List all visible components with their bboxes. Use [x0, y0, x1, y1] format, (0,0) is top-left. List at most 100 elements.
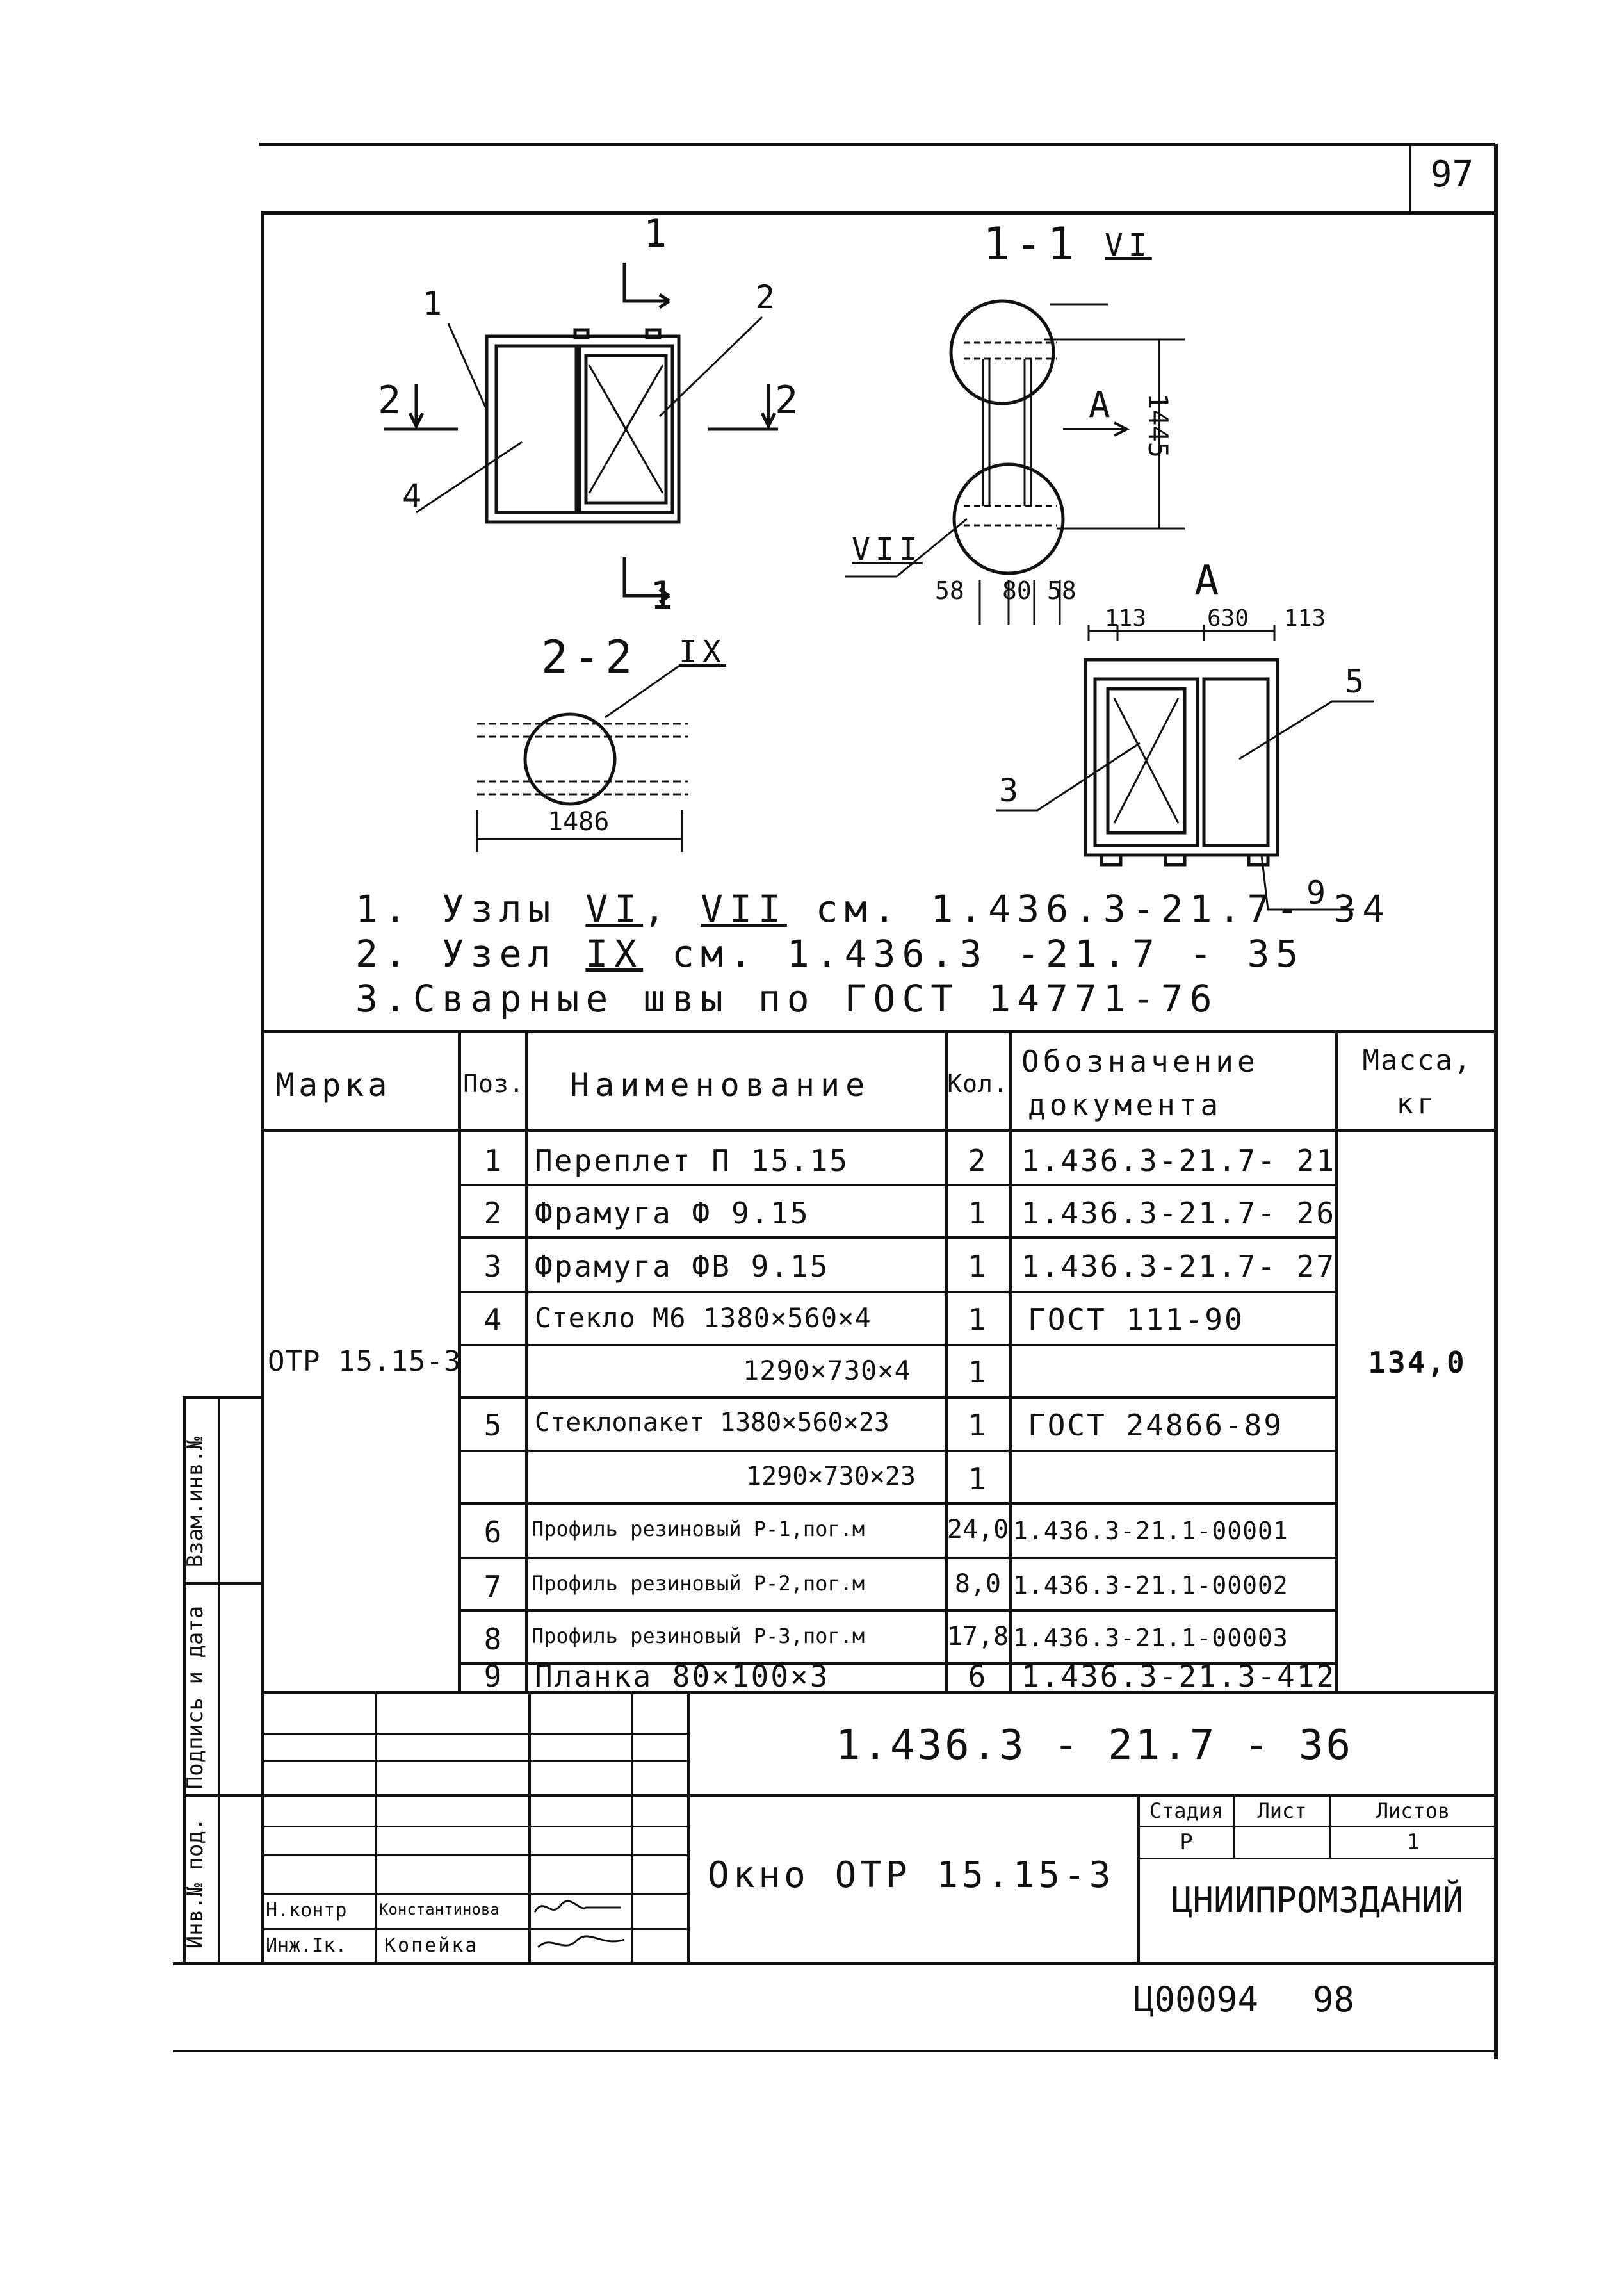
sheet-label: Лист: [1257, 1799, 1307, 1823]
row-9-pos: 9: [483, 1659, 504, 1694]
title-block-doc-code: 1.436.3 - 21.7 - 36: [835, 1722, 1354, 1769]
row-6-pos: 6: [483, 1515, 504, 1549]
row-6-name: Профиль резиновый Р-1,пог.м: [532, 1517, 865, 1541]
signature-1: [533, 1900, 621, 1913]
row-4-doc: ГОСТ 111-90: [1028, 1302, 1244, 1337]
outer-bottom-line: [173, 2050, 1497, 2052]
row-3-name: Фрамуга ФВ 9.15: [535, 1249, 830, 1284]
row-3-pos: 3: [483, 1249, 504, 1284]
cut-label-1-bottom: 1: [650, 573, 679, 618]
frame-top-line: [259, 143, 1495, 146]
row-7-name: Профиль резиновый Р-2,пог.м: [532, 1571, 865, 1596]
row-5-qty: 1: [968, 1408, 988, 1442]
row-5-name: Стеклопакет 1380×560×23: [535, 1408, 889, 1437]
col-header-mass-line2: кг: [1396, 1088, 1438, 1120]
row-8-doc: 1.436.3-21.1-00003: [1013, 1624, 1288, 1652]
frame-inner-left: [261, 211, 264, 1965]
note-1: 1. Узлы VI, VII см. 1.436.3-21.7- 34: [355, 887, 1391, 931]
pos-label-1: 1: [423, 285, 448, 322]
row-2-name: Фрамуга Ф 9.15: [535, 1196, 810, 1230]
frame-inner-top: [263, 211, 1497, 215]
row-2-pos: 2: [483, 1196, 504, 1230]
row-7-doc: 1.436.3-21.1-00002: [1013, 1571, 1288, 1599]
pos-label-3: 3: [999, 772, 1024, 809]
pos-label-5: 5: [1345, 663, 1370, 700]
section-1-1-title: 1-1: [983, 218, 1080, 270]
col-header-mark: Марка: [275, 1067, 391, 1104]
cut-label-2-left: 2: [378, 378, 407, 423]
note-2: 2. Узел IX см. 1.436.3 -21.7 - 35: [355, 932, 1304, 976]
row-2-doc: 1.436.3-21.7- 26: [1021, 1196, 1336, 1230]
view-a-title: A: [1194, 557, 1224, 605]
node-vi-circle: [949, 299, 1055, 405]
col-header-pos: Поз.: [463, 1070, 524, 1098]
row-4-qty: 1: [968, 1302, 988, 1337]
row-5-pos: 5: [483, 1408, 504, 1442]
row-4-name: Стекло М6 1380×560×4: [535, 1302, 872, 1334]
dim-1486: 1486: [548, 807, 610, 837]
node-ix-circle: [523, 712, 617, 806]
row-5b-name: 1290×730×23: [746, 1462, 916, 1491]
node-vii-circle: [952, 462, 1065, 575]
sheets-value: 1: [1406, 1829, 1420, 1855]
pos-label-4: 4: [402, 477, 427, 514]
row-2-qty: 1: [968, 1196, 988, 1230]
pos-label-2: 2: [756, 279, 781, 316]
signature-2: [537, 1935, 625, 1949]
col-header-name: Наименование: [570, 1067, 871, 1104]
row-5b-qty: 1: [968, 1462, 988, 1496]
stage-value: Р: [1180, 1829, 1193, 1855]
organization-name: ЦНИИПРОМЗДАНИЙ: [1171, 1880, 1464, 1920]
row-3-qty: 1: [968, 1249, 988, 1284]
row-1-qty: 2: [968, 1143, 988, 1178]
sheet-number-box-left: [1409, 144, 1411, 213]
note-1-node-vi: VI: [585, 887, 644, 931]
dim-58b: 58: [1047, 576, 1076, 605]
cut-label-2-right: 2: [775, 378, 804, 423]
bottom-sheet-number: 98: [1313, 1979, 1355, 2020]
note-1-sep: ,: [643, 887, 672, 931]
sheets-label: Листов: [1376, 1799, 1450, 1823]
side-stamp-left: [183, 1396, 186, 1965]
row-7-qty: 8,0: [954, 1569, 1002, 1599]
row-3-doc: 1.436.3-21.7- 27: [1021, 1249, 1336, 1284]
dim-1445: 1445: [1142, 393, 1174, 459]
title-block-title: Окно ОТР 15.15-3: [708, 1854, 1115, 1896]
side-field-replace-inv: Взам.инв.№: [183, 1436, 208, 1568]
row-9-doc: 1.436.3-21.3-412: [1021, 1659, 1336, 1694]
dim-58a: 58: [935, 576, 964, 605]
row-7-pos: 7: [483, 1569, 504, 1604]
row-6-doc: 1.436.3-21.1-00001: [1013, 1517, 1288, 1545]
row-4-pos: 4: [483, 1302, 504, 1337]
row-8-qty: 17,8: [946, 1622, 1009, 1651]
dim-630: 630: [1207, 605, 1249, 632]
signer-1-role: Н.контр: [266, 1899, 347, 1922]
section-2-2-title: 2-2: [541, 631, 638, 683]
node-vi-label: VI: [1105, 227, 1152, 263]
col-header-mass-line1: Масса,: [1362, 1044, 1472, 1077]
node-vii-label: VII: [852, 532, 923, 568]
front-view-frame: [485, 334, 681, 524]
drawing-area: [384, 263, 1374, 911]
mass-value: 134,0: [1368, 1345, 1466, 1380]
note-1-prefix: 1. Узлы: [355, 887, 557, 931]
row-8-pos: 8: [483, 1622, 504, 1656]
arrow-a-label: A: [1089, 384, 1116, 426]
frame-bottom: [173, 1962, 1497, 1965]
mark-value: ОТР 15.15-3: [268, 1345, 462, 1378]
spec-header-bottom: [263, 1129, 1497, 1132]
signer-2-name: Копейка: [384, 1934, 479, 1957]
row-6-qty: 24,0: [946, 1515, 1009, 1544]
row-9-qty: 6: [968, 1659, 988, 1694]
row-4b-qty: 1: [968, 1355, 988, 1389]
row-1-doc: 1.436.3-21.7- 21: [1021, 1143, 1336, 1178]
note-2-prefix: 2. Узел: [355, 932, 557, 976]
row-4b-name: 1290×730×4: [743, 1355, 911, 1386]
col-header-doc-line1: Обозначение: [1021, 1044, 1259, 1079]
dim-113a: 113: [1105, 605, 1147, 632]
note-2-suffix: см. 1.436.3 -21.7 - 35: [672, 932, 1305, 976]
cut-label-1-top: 1: [644, 211, 672, 256]
title-block-midline: [186, 1794, 1497, 1797]
row-5-doc: ГОСТ 24866-89: [1028, 1408, 1284, 1442]
col-header-qty: Кол.: [947, 1070, 1009, 1098]
